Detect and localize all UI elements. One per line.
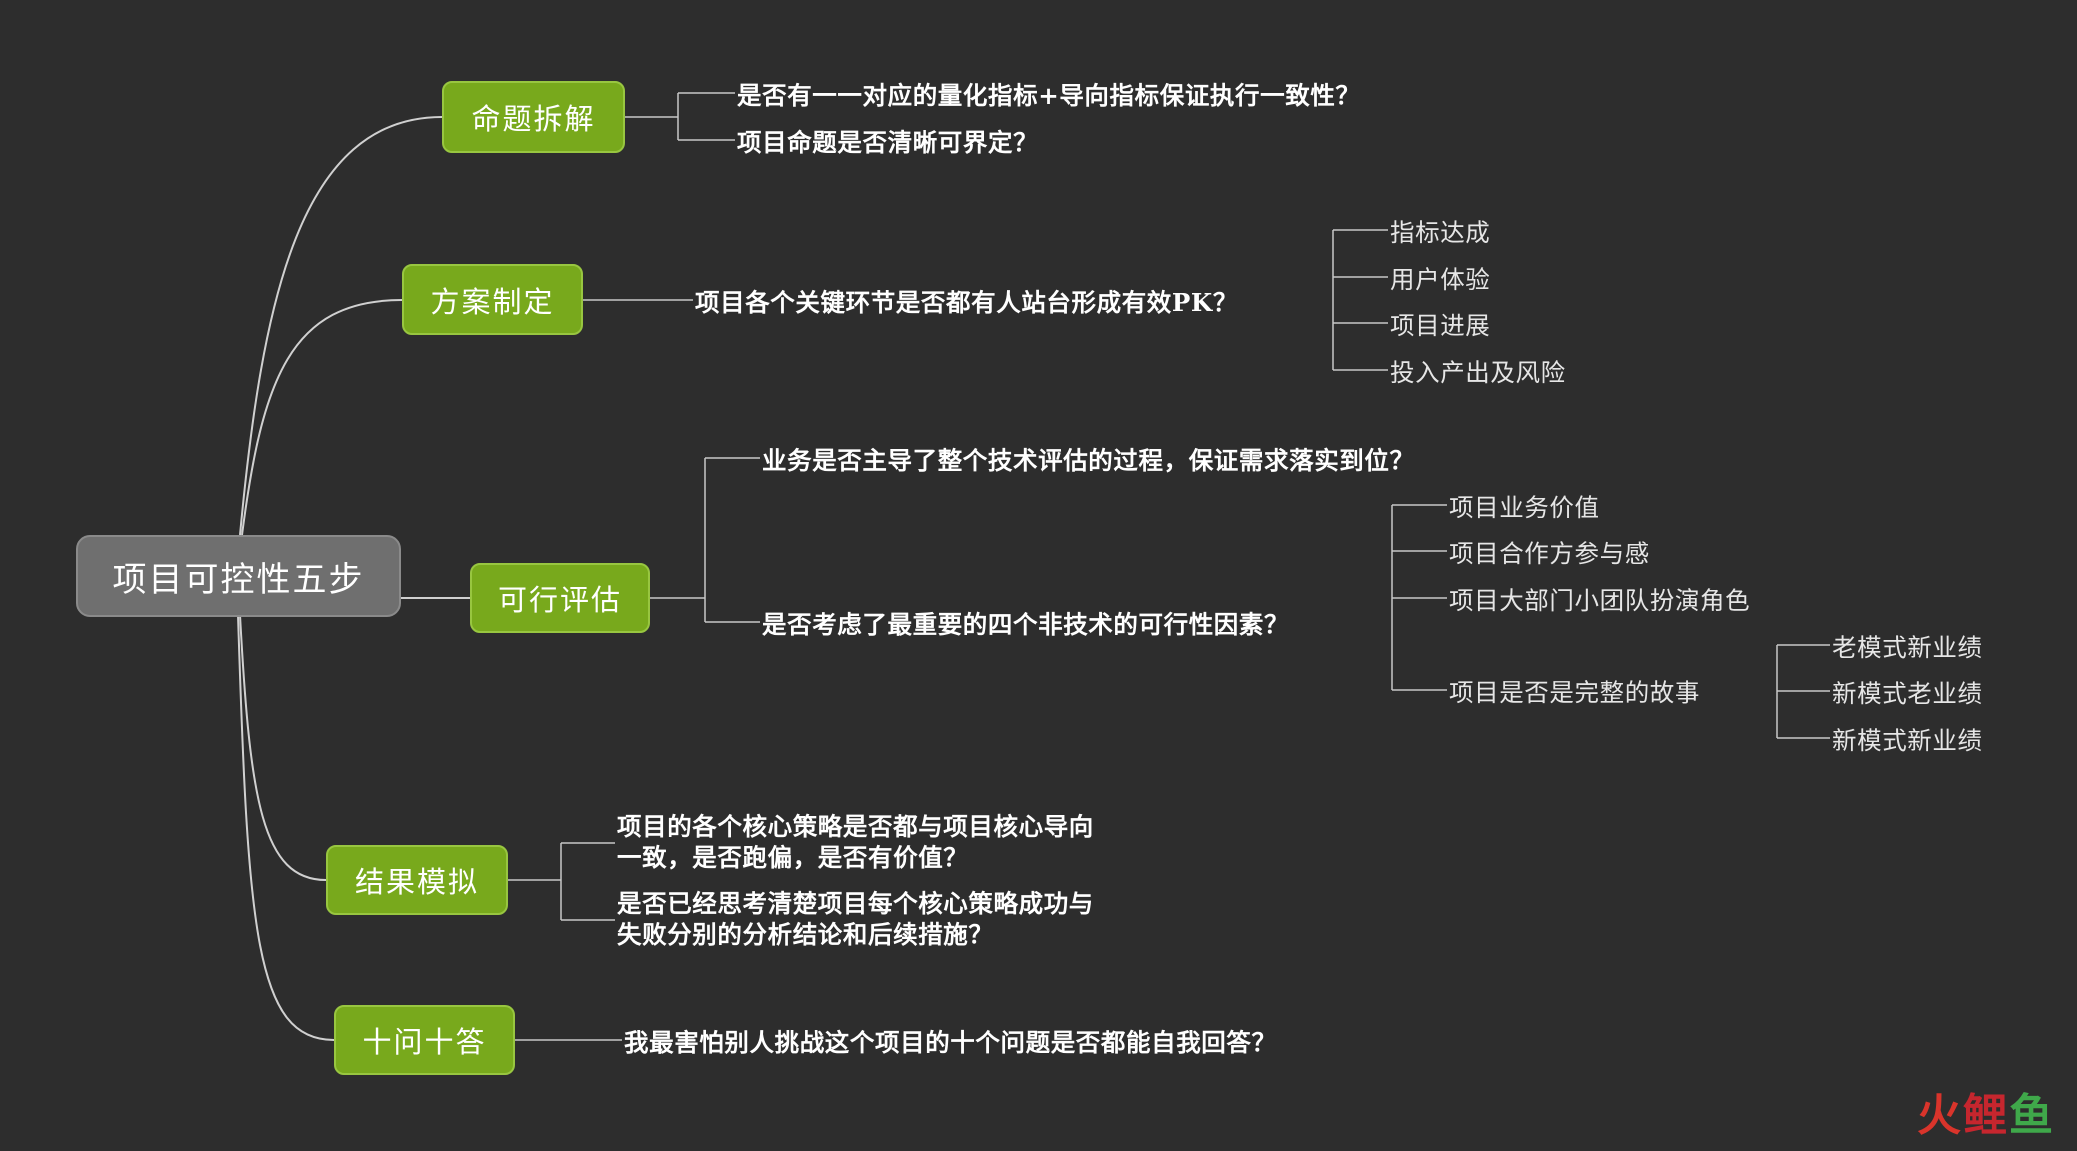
leaf-success-failure-analysis: 是否已经思考清楚项目每个核心策略成功与 失败分别的分析结论和后续措施？ <box>617 889 1094 949</box>
leaf-team-roles: 项目大部门小团队扮演角色 <box>1449 586 1751 615</box>
leaf-user-experience: 用户体验 <box>1390 265 1491 294</box>
connector <box>508 842 615 921</box>
branch-node-simulation[interactable]: 结果模拟 <box>326 845 508 915</box>
branch-node-feasibility[interactable]: 可行评估 <box>470 563 650 633</box>
connector <box>625 92 735 141</box>
leaf-non-technical-factors: 是否考虑了最重要的四个非技术的可行性因素？ <box>762 610 1290 639</box>
connector <box>1776 644 1830 739</box>
root-node[interactable]: 项目可控性五步 <box>76 535 401 617</box>
leaf-core-strategy-alignment: 项目的各个核心策略是否都与项目核心导向 一致，是否跑偏，是否有价值？ <box>617 812 1094 872</box>
branch-node-proposition[interactable]: 命题拆解 <box>442 81 625 153</box>
connector <box>239 116 443 536</box>
leaf-input-output-risk: 投入产出及风险 <box>1390 358 1566 387</box>
leaf-new-mode-new-results: 新模式新业绩 <box>1832 726 1983 755</box>
leaf-old-mode-new-results: 老模式新业绩 <box>1832 633 1983 662</box>
leaf-new-mode-old-results: 新模式老业绩 <box>1832 679 1983 708</box>
leaf-ten-questions-answered: 我最害怕别人挑战这个项目的十个问题是否都能自我回答？ <box>624 1028 1277 1057</box>
connector <box>239 614 327 881</box>
connector <box>1332 229 1388 371</box>
leaf-business-led-evaluation: 业务是否主导了整个技术评估的过程，保证需求落实到位？ <box>762 446 1415 475</box>
connector <box>1391 504 1447 691</box>
leaf-metrics-achieved: 指标达成 <box>1390 218 1491 247</box>
leaf-business-value: 项目业务价值 <box>1449 493 1600 522</box>
connector <box>241 299 403 536</box>
watermark-logo: 火鲤鱼 <box>1917 1090 2055 1141</box>
leaf-partner-participation: 项目合作方参与感 <box>1449 539 1650 568</box>
branch-node-plan[interactable]: 方案制定 <box>402 264 583 335</box>
connector <box>237 614 335 1041</box>
connector <box>650 457 760 623</box>
leaf-complete-story: 项目是否是完整的故事 <box>1449 678 1700 707</box>
leaf-quantified-metrics: 是否有一一对应的量化指标+导向指标保证执行一致性？ <box>737 81 1361 110</box>
branch-node-ten-questions[interactable]: 十问十答 <box>334 1005 515 1075</box>
leaf-proposition-clear: 项目命题是否清晰可界定？ <box>737 128 1039 157</box>
leaf-project-progress: 项目进展 <box>1390 311 1491 340</box>
leaf-key-links-pk: 项目各个关键环节是否都有人站台形成有效PK？ <box>695 288 1238 317</box>
